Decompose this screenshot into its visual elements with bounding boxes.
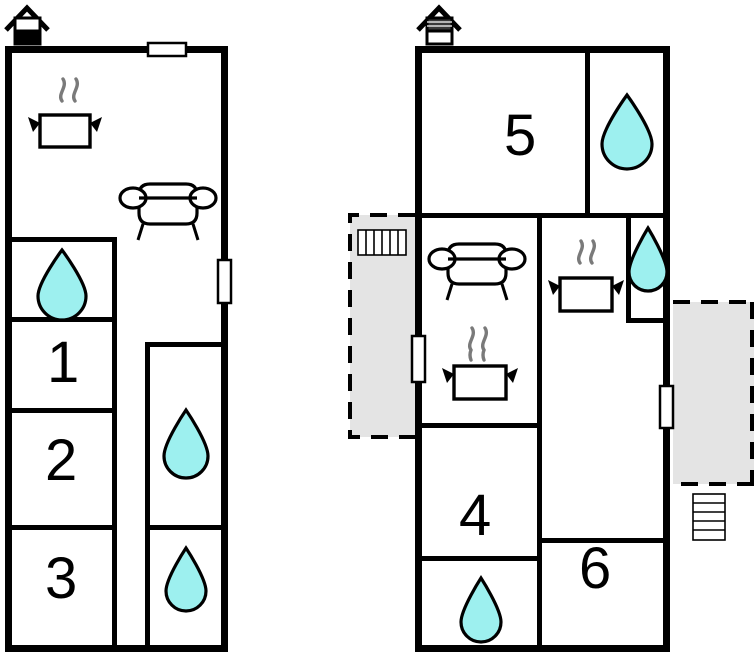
left-building-svg [4, 4, 233, 652]
window-right-wall [658, 384, 675, 430]
house-icon-lower-level [4, 4, 50, 46]
terrace-left [348, 213, 415, 439]
window-right-wall [216, 258, 233, 305]
room-number-4: 4 [459, 483, 492, 548]
sofa-icon [118, 182, 218, 241]
railing-icon [357, 229, 407, 256]
room-number-3: 3 [45, 546, 78, 611]
room-number-5: 5 [504, 103, 537, 168]
water-drop-icon [36, 247, 88, 322]
terrace-right [673, 300, 754, 541]
stove-pot-icon [548, 239, 624, 313]
water-drop-icon [459, 575, 503, 644]
sofa-icon [427, 242, 527, 301]
water-drop-icon [162, 407, 210, 480]
window-left-wall [410, 334, 427, 384]
right-building-svg [348, 4, 754, 652]
water-drop-icon [164, 545, 208, 613]
room-number-2: 2 [45, 428, 78, 493]
left-building: 1 2 3 [0, 0, 260, 652]
house-icon-upper-level [416, 4, 462, 46]
stove-pot-icon [28, 77, 102, 149]
room-number-1: 1 [47, 330, 80, 395]
stairs-icon [692, 493, 726, 541]
left-building-outer-walls [5, 46, 228, 652]
window-top-wall [146, 41, 188, 58]
right-building: 5 4 6 [330, 0, 754, 652]
room-number-6: 6 [579, 536, 612, 601]
water-drop-icon [627, 224, 669, 293]
stove-pot-icon [442, 326, 518, 401]
water-drop-icon [600, 92, 654, 171]
